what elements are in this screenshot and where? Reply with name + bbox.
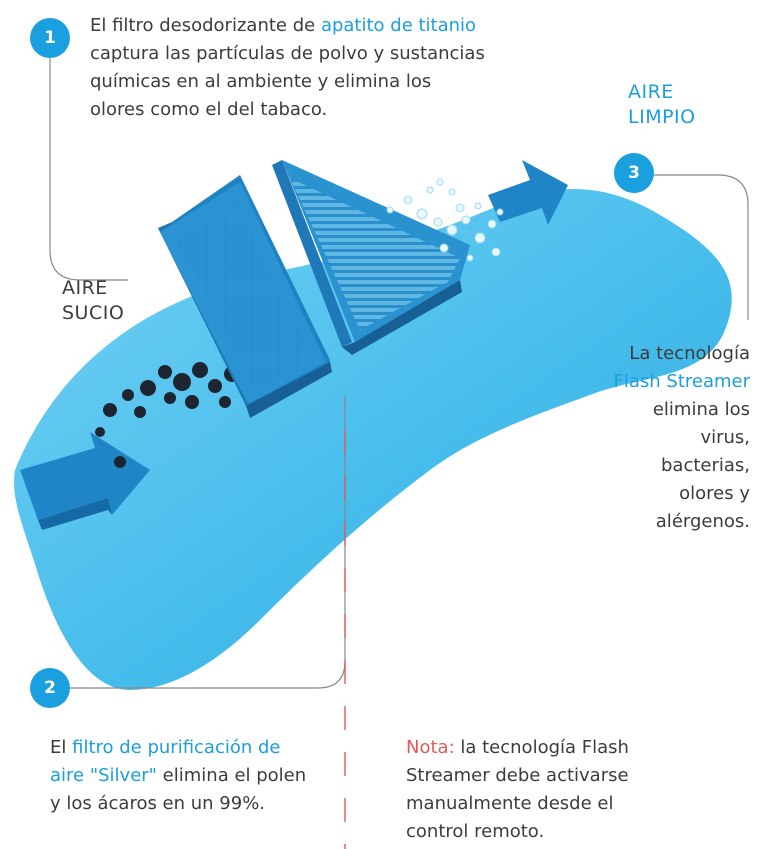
step-2-description: El filtro de purificación de aire "Silve… — [50, 734, 310, 818]
note-text: Nota: la tecnología Flash Streamer debe … — [406, 734, 636, 846]
step-3-text-before: La tecnología — [629, 343, 750, 364]
air-surface — [14, 188, 732, 690]
dirty-air-label: AIRE SUCIO — [62, 277, 125, 324]
step-1-text-after: captura las partículas de polvo y sustan… — [90, 43, 485, 120]
clean-particles — [386, 178, 504, 262]
connector-3 — [648, 174, 749, 320]
step-1-description: El filtro desodorizante de apatito de ti… — [90, 12, 490, 124]
step-2-badge: 2 — [30, 668, 70, 708]
step-1-badge: 1 — [30, 18, 70, 58]
note-body: la tecnología Flash Streamer debe activa… — [406, 737, 629, 842]
clean-air-arrow — [488, 160, 568, 225]
dirty-air-arrow — [20, 432, 150, 520]
titanium-filter — [272, 160, 470, 355]
clean-air-label: AIRE LIMPIO — [628, 81, 696, 128]
step-1-text-before: El filtro desodorizante de — [90, 15, 321, 36]
step-3-description: La tecnología Flash Streamer elimina los… — [610, 340, 751, 536]
note-label: Nota: — [406, 737, 455, 758]
step-2-text-after: elimina el polen y los ácaros en un 99%. — [50, 765, 307, 814]
step-2-text-before: El — [50, 737, 73, 758]
step-3-badge: 3 — [614, 153, 654, 193]
step-3-highlight: Flash Streamer — [613, 371, 751, 392]
step-2-highlight: filtro de purificación de aire "Silver" — [50, 737, 281, 786]
step-3-text-after: elimina los virus, bacterias, olores y a… — [652, 399, 750, 532]
step-1-highlight: apatito de titanio — [320, 15, 477, 36]
silver-filter — [158, 175, 332, 418]
connector-1 — [49, 40, 128, 281]
